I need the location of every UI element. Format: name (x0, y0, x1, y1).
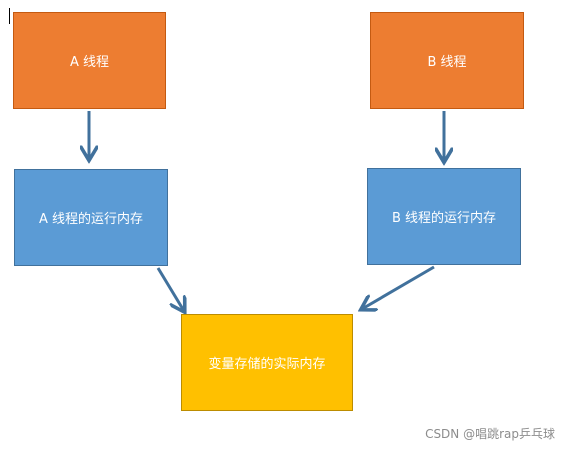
b-thread-label: B 线程 (427, 55, 467, 70)
a-runtime-memory-box: A 线程的运行内存 (14, 169, 168, 266)
b-runtime-memory-box: B 线程的运行内存 (367, 168, 521, 265)
text-cursor (9, 8, 10, 24)
a-thread-label: A 线程 (69, 55, 110, 70)
actual-memory-label: 变量存储的实际内存 (208, 357, 326, 372)
arrow-b-memory-to-actual-memory (362, 265, 435, 309)
b-thread-box: B 线程 (370, 12, 524, 109)
actual-memory-box: 变量存储的实际内存 (181, 314, 353, 411)
b-runtime-memory-label: B 线程的运行内存 (391, 211, 497, 226)
arrow-a-memory-to-actual-memory (156, 267, 184, 311)
a-thread-box: A 线程 (13, 12, 166, 109)
a-runtime-memory-label: A 线程的运行内存 (38, 212, 144, 227)
watermark: CSDN @唱跳rap乒乓球 (425, 427, 555, 441)
